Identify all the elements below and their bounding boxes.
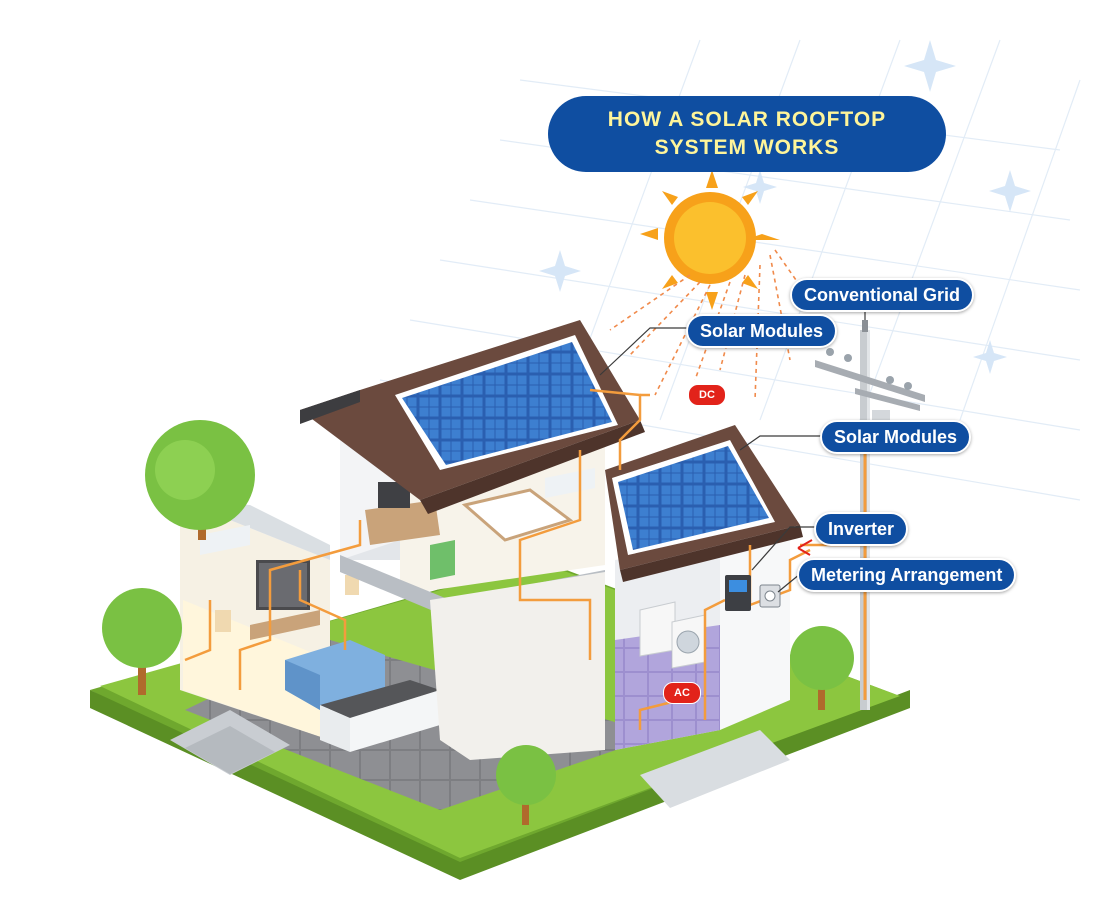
title-line-1: HOW A SOLAR ROOFTOP xyxy=(607,108,887,131)
solar-panel-icon xyxy=(618,446,769,550)
main-roof xyxy=(300,320,645,514)
dc-tag: DC xyxy=(688,384,726,406)
label-inverter: Inverter xyxy=(814,512,909,546)
tree-icon xyxy=(790,626,854,710)
solar-panel-icon xyxy=(402,342,612,465)
label-metering-arrangement: Metering Arrangement xyxy=(797,558,1017,592)
meter-icon xyxy=(759,584,781,608)
label-solar-modules-top: Solar Modules xyxy=(686,314,838,348)
tree-icon xyxy=(496,745,556,825)
inverter-icon xyxy=(725,575,751,611)
ac-tag: AC xyxy=(663,682,701,704)
leader-lines xyxy=(599,305,866,593)
tree-icon xyxy=(102,588,182,695)
label-solar-modules-right: Solar Modules xyxy=(820,420,972,454)
sun-icon xyxy=(640,170,780,310)
title-line-2: SYSTEM WORKS xyxy=(654,136,840,159)
sky-sparkles xyxy=(539,40,1031,374)
diagram-title: HOW A SOLAR ROOFTOP SYSTEM WORKS xyxy=(548,96,946,172)
label-conventional-grid: Conventional Grid xyxy=(790,278,975,312)
right-roof xyxy=(605,425,803,582)
tree-icon xyxy=(145,420,255,540)
